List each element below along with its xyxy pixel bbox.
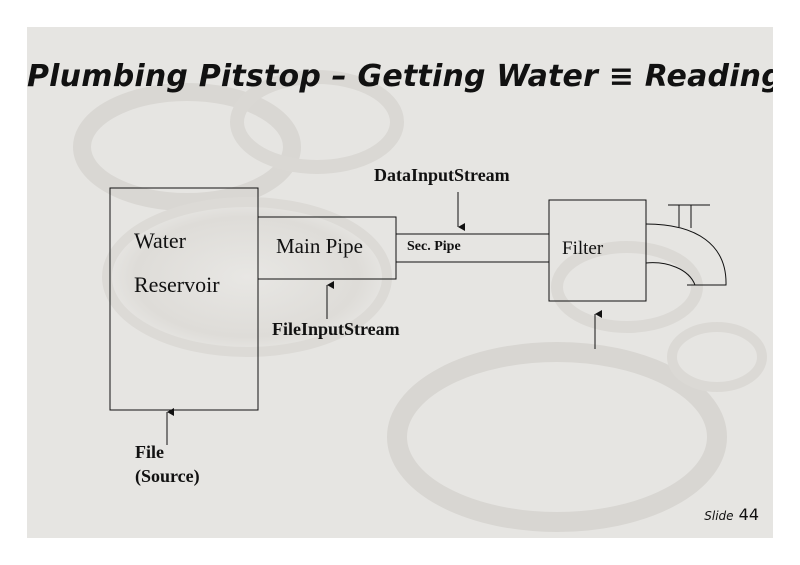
faucet-inner bbox=[645, 262, 696, 286]
reservoir-label-line2: Reservoir bbox=[134, 272, 220, 297]
sec-pipe-label: Sec. Pipe bbox=[407, 239, 461, 254]
slide-number-value: 44 bbox=[738, 505, 759, 524]
slide-word: Slide bbox=[704, 509, 734, 523]
slide-number: Slide 44 bbox=[704, 505, 759, 524]
reservoir-label-line1: Water bbox=[134, 228, 186, 253]
background-decoration bbox=[73, 70, 767, 532]
slide-title: Plumbing Pitstop – Getting Water ≡ Readi… bbox=[27, 59, 773, 94]
file-label-line2: (Source) bbox=[135, 466, 200, 486]
plumbing-diagram bbox=[109, 187, 727, 445]
faucet-outer bbox=[645, 223, 727, 286]
main-pipe-label: Main Pipe bbox=[276, 234, 363, 258]
filter-box bbox=[548, 199, 647, 302]
filter-label: Filter bbox=[562, 238, 604, 259]
slide: Plumbing Pitstop – Getting Water ≡ Readi… bbox=[27, 27, 773, 538]
main-pipe-box bbox=[257, 216, 397, 280]
reservoir-box bbox=[109, 187, 259, 411]
file-input-stream-label: FileInputStream bbox=[272, 319, 400, 339]
data-input-stream-label: DataInputStream bbox=[374, 165, 510, 185]
file-label-line1: File bbox=[135, 442, 164, 462]
